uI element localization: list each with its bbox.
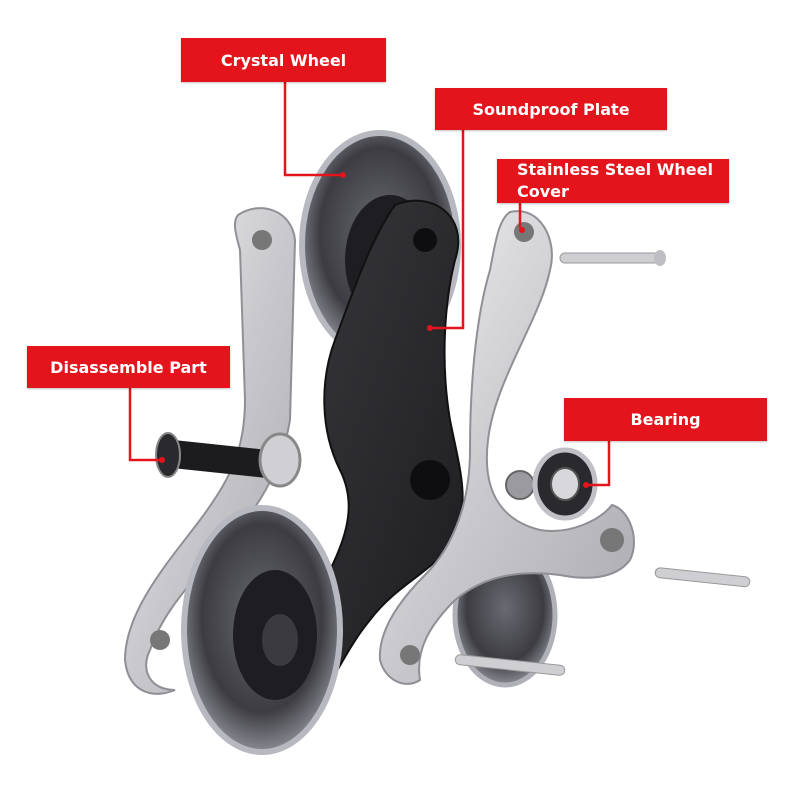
leader-bearing: [588, 441, 611, 487]
bearing-label: Bearing: [564, 398, 767, 441]
leader-disassemble-part: [128, 388, 160, 462]
crystal-wheel-text: Crystal Wheel: [220, 50, 347, 70]
bolts: [454, 250, 751, 676]
soundproof-plate-label: Soundproof Plate: [435, 88, 667, 130]
crystal-wheel-label: Crystal Wheel: [181, 38, 386, 82]
disassemble-part-text: Disassemble Part: [50, 357, 207, 377]
soundproof-plate-text: Soundproof Plate: [472, 99, 630, 119]
leader-dots: [159, 172, 589, 488]
crystal-wheel-front: [181, 505, 343, 755]
disassemble-part: [155, 432, 302, 488]
stainless-steel-text-line1: Stainless Steel Wheel: [517, 160, 713, 179]
bearing-text: Bearing: [630, 410, 701, 429]
steel-cover-right: [378, 210, 635, 685]
leader-lines: [128, 82, 611, 487]
stainless-steel-text-line2: Cover: [517, 182, 569, 201]
leader-soundproof-plate: [430, 130, 465, 330]
leader-crystal-wheel: [283, 82, 343, 177]
stainless-steel-wheel-cover-label: Stainless Steel Wheel Cover: [497, 159, 729, 203]
disassemble-part-label: Disassemble Part: [27, 346, 230, 388]
